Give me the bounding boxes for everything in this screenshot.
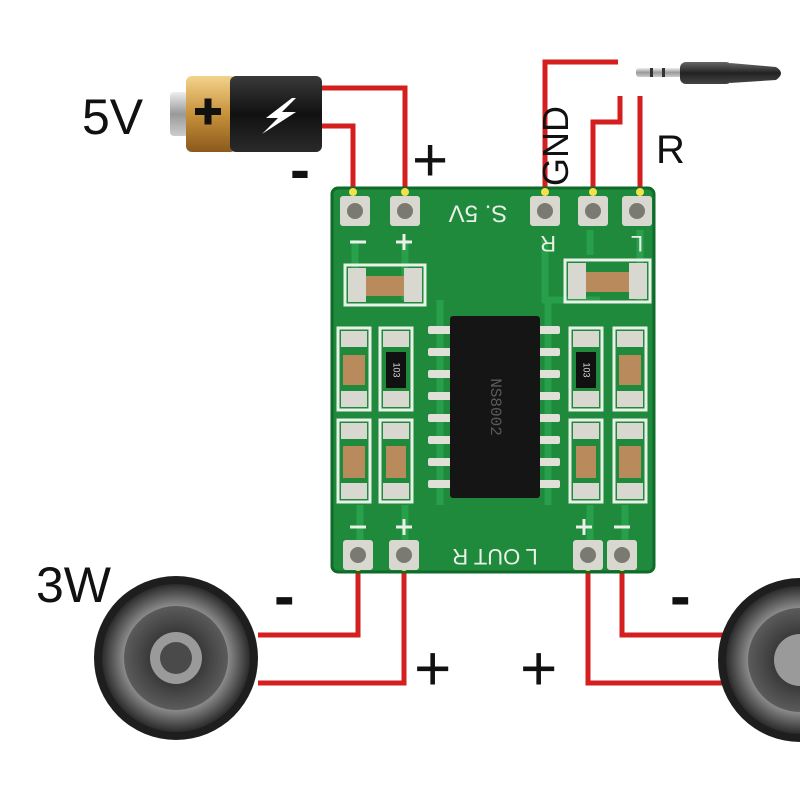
left-speaker-icon <box>94 576 258 740</box>
wire-audio-signal <box>542 59 618 192</box>
right-speaker-minus-label: - <box>670 562 691 631</box>
top-pads <box>340 196 652 226</box>
wires-bottom <box>258 567 740 686</box>
amplifier-board: S. 5V R L 103 <box>330 186 656 574</box>
left-components: 103 <box>336 326 414 504</box>
wires-top <box>322 59 643 192</box>
chip-marking: NS8002 <box>486 378 504 436</box>
right-speaker-plus-label: + <box>520 632 558 704</box>
amplifier-chip: NS8002 <box>428 316 560 498</box>
left-speaker-minus-label: - <box>274 562 295 631</box>
wire-right-plus <box>585 567 740 686</box>
silk-top-left: S. 5V <box>449 200 508 227</box>
silk-top-l: L <box>631 231 643 256</box>
left-speaker-plus-label: + <box>414 632 452 704</box>
gnd-label: GND <box>535 106 576 186</box>
power-plus-label: + <box>412 126 449 195</box>
power-minus-label: - <box>290 136 310 203</box>
bottom-pads <box>343 540 637 570</box>
audio-jack-icon <box>636 62 781 84</box>
battery-icon <box>170 76 322 152</box>
bolt-icon <box>262 98 296 134</box>
wire-left-plus <box>258 567 407 686</box>
wire-power-plus <box>322 85 408 192</box>
right-speaker-icon <box>718 578 800 742</box>
wire-left-minus <box>258 567 361 638</box>
silk-top-r: R <box>540 231 556 256</box>
right-channel-label: R <box>656 128 685 172</box>
wire-gnd <box>590 96 623 192</box>
wire-right-minus <box>619 567 740 638</box>
top-capacitors <box>343 258 652 307</box>
wire-power-minus <box>322 123 356 192</box>
resistor-code-left: 103 <box>392 362 402 377</box>
left-speaker-watt-label: 3W <box>36 557 111 613</box>
right-components: 103 <box>568 326 648 504</box>
resistor-code-right: 103 <box>582 362 592 377</box>
silk-bottom: L OUT R <box>452 544 538 569</box>
battery-voltage-label: 5V <box>82 89 144 145</box>
